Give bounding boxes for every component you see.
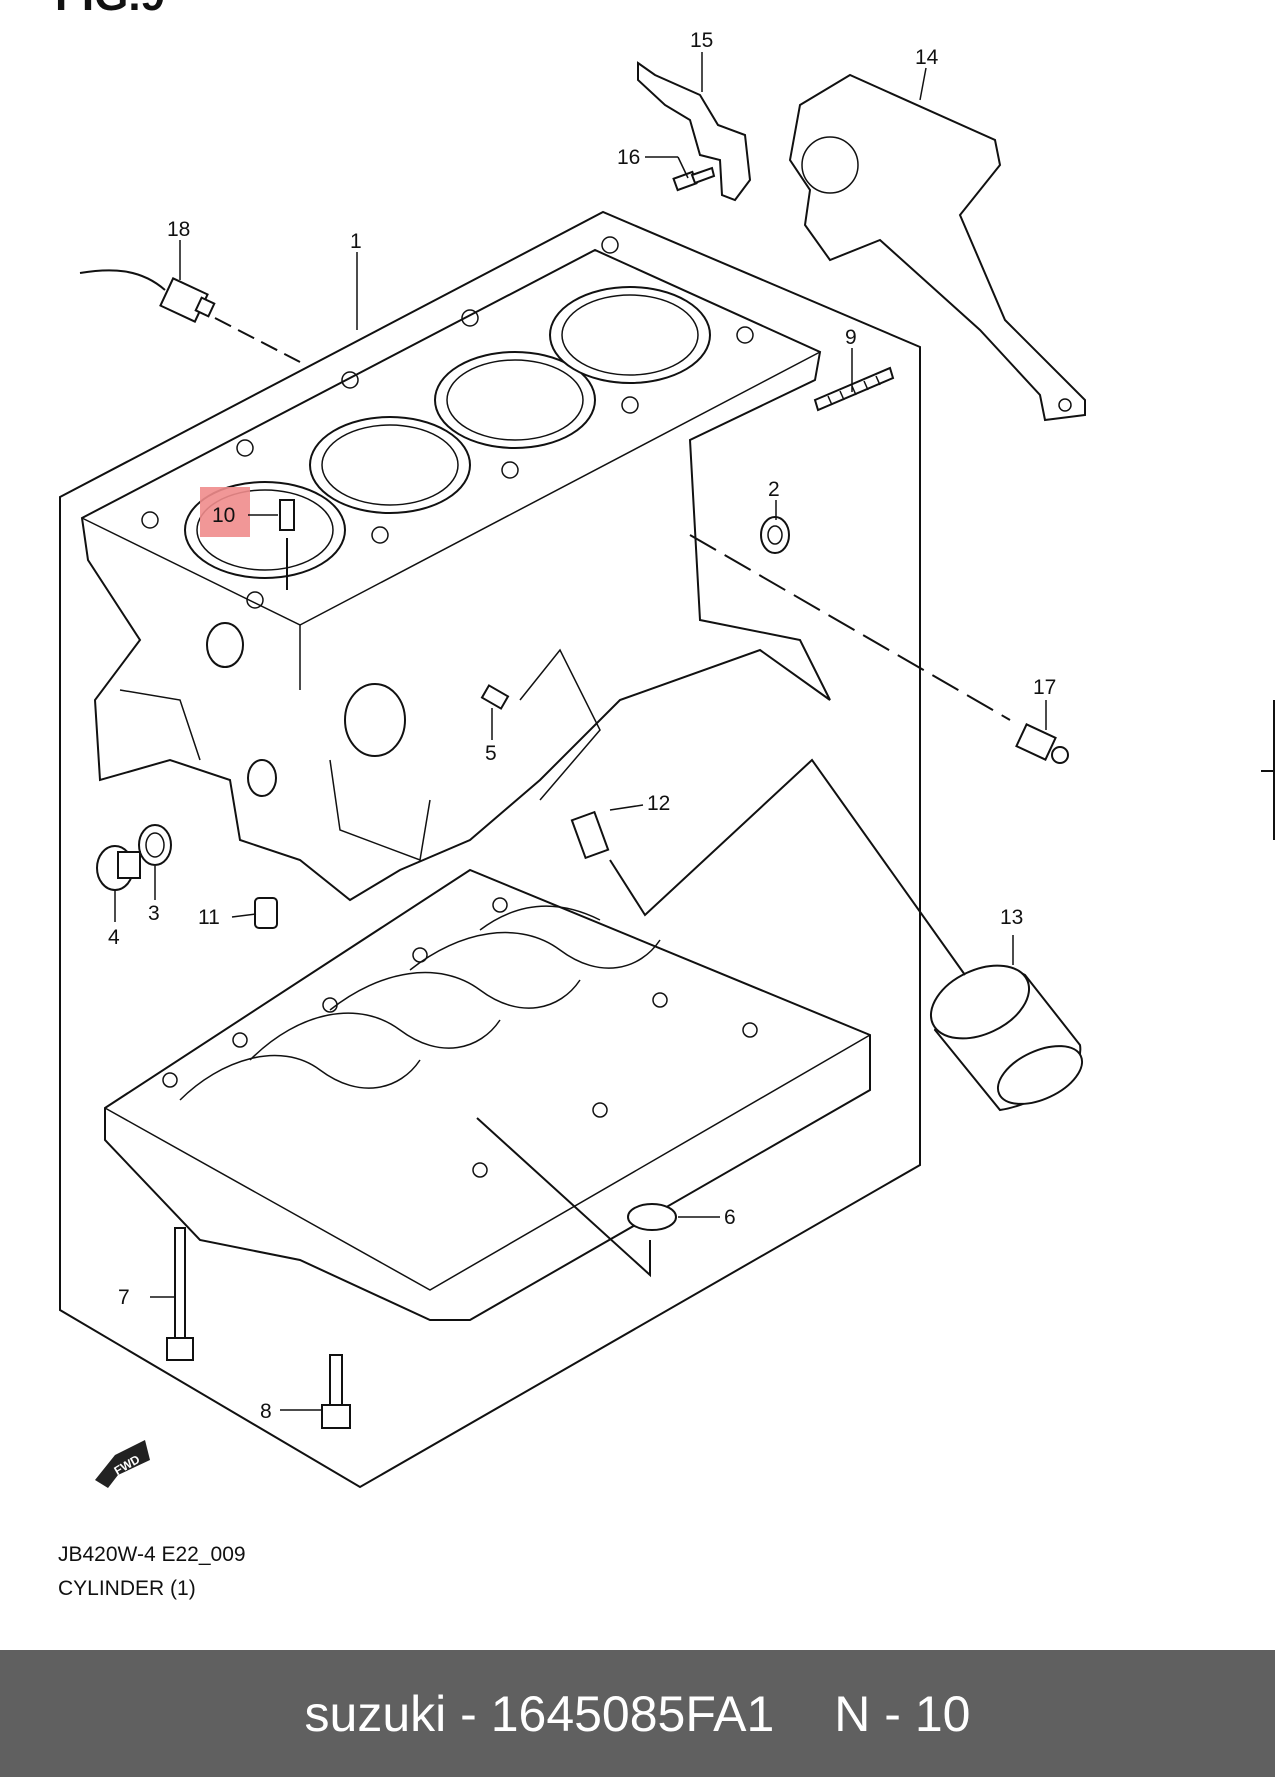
callout-11: 11: [198, 906, 220, 929]
cylinder-block: [80, 236, 831, 902]
callout-16: 16: [617, 146, 640, 169]
callout-8: 8: [260, 1400, 272, 1423]
assembly-outline-box: [59, 210, 921, 1489]
callout-18: 18: [167, 218, 190, 241]
highlight-callout-10: [200, 487, 250, 537]
footer-position: N - 10: [834, 1685, 971, 1742]
dowel-part-11: [254, 897, 278, 929]
callout-10: 10: [212, 504, 235, 527]
exploded-parts-diagram: FIG.9: [55, 0, 1086, 1489]
knock-sensor-part-18: [79, 269, 301, 363]
rear-plate-part-14: [788, 73, 1086, 422]
dowel-pin-part-10: [279, 499, 295, 590]
lower-crankcase: [104, 868, 871, 1321]
callout-4: 4: [108, 926, 120, 949]
oil-pressure-switch-part-17: [689, 534, 1069, 764]
callout-13: 13: [1000, 906, 1023, 929]
footer-bar: suzuki - 1645085FA1 N - 10: [0, 1650, 1275, 1777]
o-ring-part-6: [627, 1203, 677, 1231]
callout-12: 12: [647, 792, 670, 815]
footer-part-number: 1645085FA1: [490, 1685, 775, 1742]
figure-title: FIG.9: [55, 0, 165, 20]
gasket-part-3: [138, 824, 172, 866]
long-bolt-part-7: [166, 1227, 194, 1361]
callout-1: 1: [350, 230, 362, 253]
footer-brand: suzuki: [304, 1685, 447, 1742]
bracket-part-15: [637, 61, 752, 202]
callout-14: 14: [915, 46, 939, 69]
callout-5: 5: [485, 742, 497, 765]
diagram-code: JB420W-4 E22_009: [58, 1543, 246, 1566]
edge-mark: [1261, 770, 1275, 772]
plug-part-2: [760, 516, 790, 554]
callout-6: 6: [724, 1206, 736, 1229]
fwd-arrow-icon: FWD: [95, 1440, 150, 1488]
stud-part-5: [480, 684, 510, 710]
callout-15: 15: [690, 29, 713, 52]
bolt-part-16: [672, 166, 716, 192]
drain-plug-part-4: [96, 845, 141, 891]
callout-leaders: [114, 52, 1047, 1411]
diagram-name: CYLINDER (1): [58, 1577, 196, 1600]
callout-17: 17: [1033, 676, 1056, 699]
oil-filter-part-13: [929, 964, 1084, 1112]
short-bolt-part-8: [321, 1354, 351, 1429]
callout-2: 2: [768, 478, 780, 501]
fitting-part-12: [570, 810, 610, 860]
callout-3: 3: [148, 902, 160, 925]
footer-separator: -: [446, 1685, 491, 1742]
callout-labels: 1 2 3 4 5 6 7 8 9 10 11 12 13 14 15 16 1…: [108, 29, 1056, 1423]
callout-9: 9: [845, 326, 857, 349]
callout-7: 7: [118, 1286, 130, 1309]
stud-part-9: [813, 366, 895, 412]
